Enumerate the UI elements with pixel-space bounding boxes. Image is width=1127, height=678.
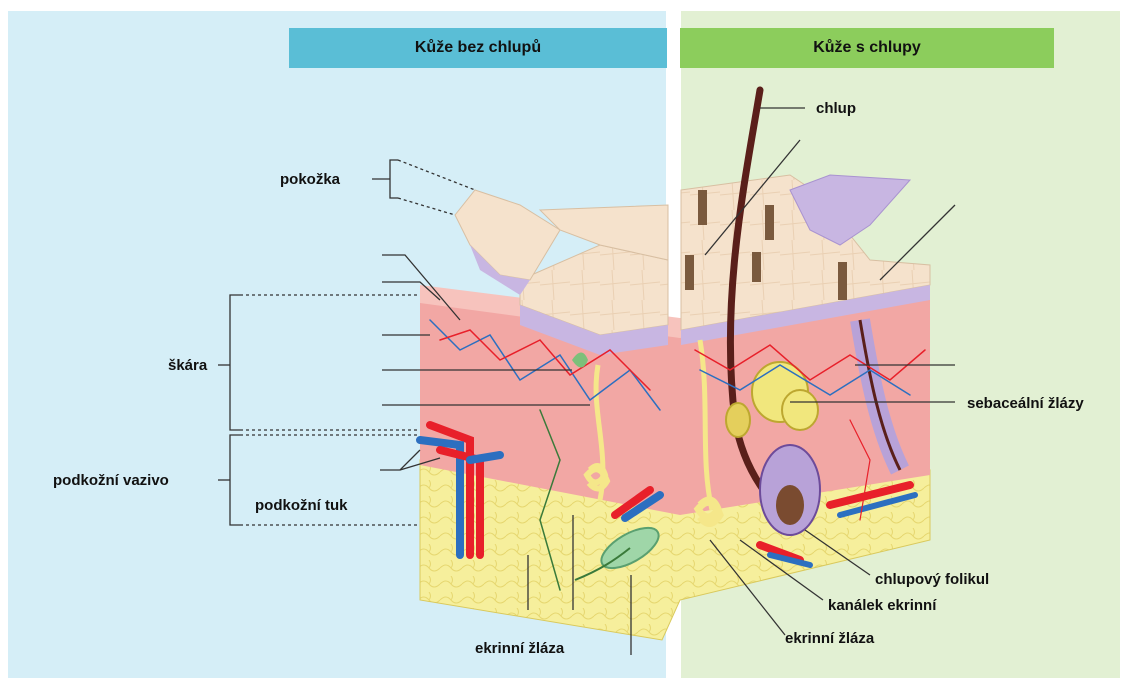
label-skara: škára xyxy=(168,357,208,374)
hair-stub-3 xyxy=(685,255,694,290)
label-chlup: chlup xyxy=(816,100,856,117)
skin-block xyxy=(420,175,930,640)
hair-stub-1 xyxy=(698,190,707,225)
label-chlupovy-folikul: chlupový folikul xyxy=(875,571,989,588)
epidermis-flap-left xyxy=(455,190,560,280)
label-sebacealni-zlazy: sebaceální žlázy xyxy=(967,395,1084,412)
label-podkozni-tuk: podkožní tuk xyxy=(255,497,348,514)
label-pokozka: pokožka xyxy=(280,171,341,188)
sebaceous-gland-small xyxy=(726,403,750,437)
hair-stub-2 xyxy=(765,205,774,240)
label-ekrinni-zlaza-left: ekrinní žláza xyxy=(475,640,565,657)
label-kanalek-ekrinni: kanálek ekrinní xyxy=(828,597,937,614)
hair-stub-4 xyxy=(752,252,761,282)
label-ekrinni-zlaza-right: ekrinní žláza xyxy=(785,630,875,647)
hair-stub-5 xyxy=(838,262,847,300)
label-podkozni-vazivo: podkožní vazivo xyxy=(53,472,169,489)
